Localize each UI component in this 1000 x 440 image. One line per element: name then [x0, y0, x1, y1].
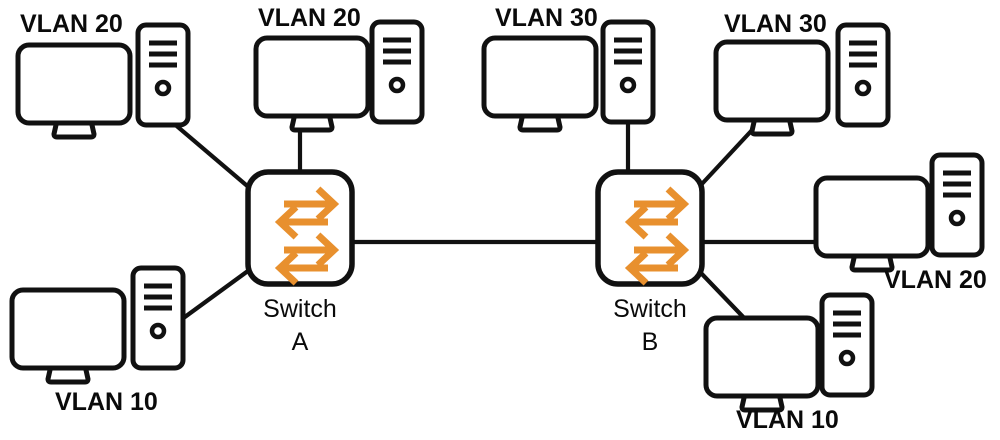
computer-tower-icon[interactable]	[822, 295, 872, 395]
computer-tower-icon[interactable]	[932, 155, 982, 255]
vlan-label: VLAN 10	[55, 388, 158, 416]
switch-b-label-line1: Switch	[613, 295, 687, 323]
monitor-icon[interactable]	[256, 38, 368, 130]
host-vlan10-bottomright[interactable]: VLAN 10	[706, 295, 872, 434]
computer-tower-icon[interactable]	[138, 25, 188, 125]
computer-tower-icon[interactable]	[603, 22, 653, 122]
vlan-label: VLAN 30	[724, 10, 827, 38]
switch-a-node[interactable]: Switch A	[245, 169, 355, 356]
link-vlan30-topright-to-switch-b	[698, 126, 756, 188]
link-vlan20-topleft-to-switch-a	[170, 120, 254, 192]
vlan-label: VLAN 20	[258, 4, 361, 32]
host-vlan20-right[interactable]: VLAN 20	[816, 155, 987, 294]
link-vlan10-bottomleft-to-switch-a	[176, 266, 254, 324]
vlan-label: VLAN 20	[20, 10, 123, 38]
host-vlan10-bottomleft[interactable]: VLAN 10	[12, 268, 183, 416]
computer-tower-icon[interactable]	[133, 268, 183, 368]
host-vlan30-topmid[interactable]: VLAN 30	[484, 4, 653, 130]
vlan-label: VLAN 30	[495, 4, 598, 32]
vlan-label: VLAN 20	[884, 266, 987, 294]
switch-b-label-line2: B	[642, 328, 659, 356]
monitor-icon[interactable]	[816, 178, 928, 270]
switch-a-label-line1: Switch	[263, 295, 337, 323]
computer-tower-icon[interactable]	[372, 22, 422, 122]
link-vlan10-bottomright-to-switch-b	[698, 270, 750, 324]
host-vlan20-topmid[interactable]: VLAN 20	[256, 4, 422, 130]
host-vlan20-topleft[interactable]: VLAN 20	[18, 10, 188, 137]
computer-tower-icon[interactable]	[838, 25, 888, 125]
host-vlan30-topright[interactable]: VLAN 30	[716, 10, 888, 134]
links-layer	[170, 120, 818, 324]
monitor-icon[interactable]	[716, 42, 828, 134]
monitor-icon[interactable]	[706, 318, 818, 410]
monitor-icon[interactable]	[484, 38, 596, 130]
switch-b-node[interactable]: Switch B	[595, 169, 705, 356]
monitor-icon[interactable]	[12, 290, 124, 382]
vlan-label: VLAN 10	[736, 406, 839, 434]
monitor-icon[interactable]	[18, 45, 130, 137]
switch-a-label-line2: A	[292, 328, 309, 356]
